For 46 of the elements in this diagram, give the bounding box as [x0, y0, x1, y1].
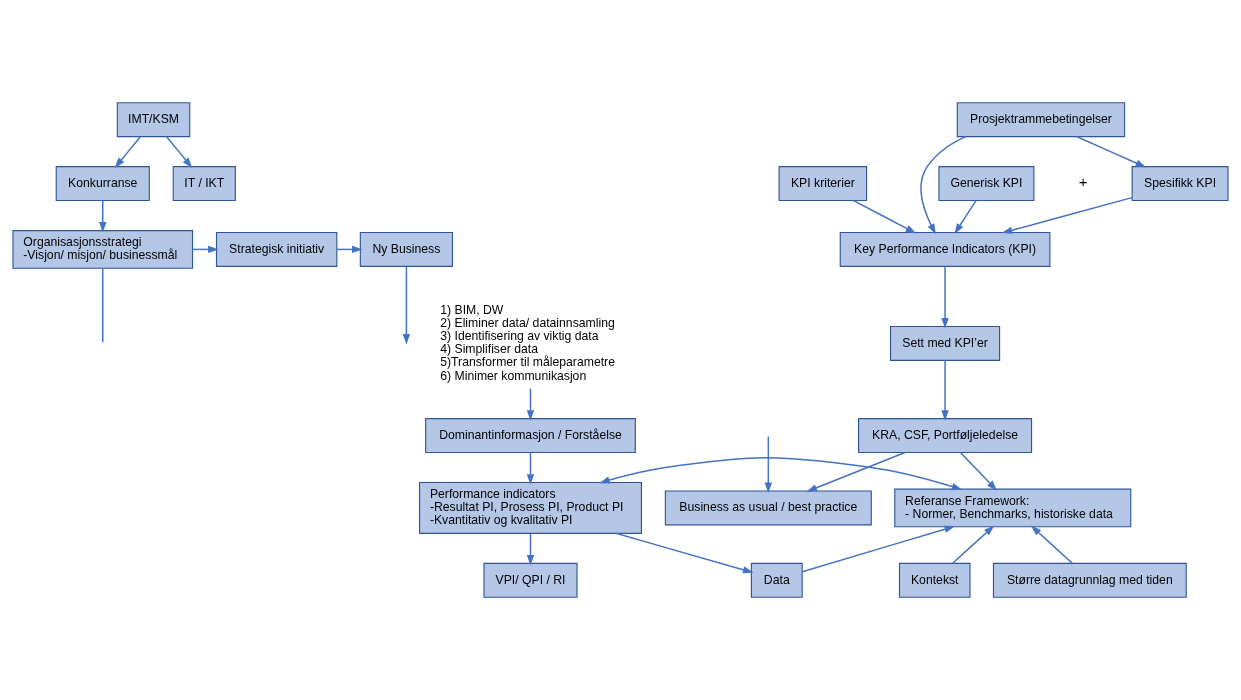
label: + [1078, 173, 1088, 191]
node-box: Business as usual / best practice [664, 490, 872, 526]
arrow [806, 451, 906, 492]
arrow [852, 199, 917, 234]
node-box: Konkurranse [55, 166, 150, 202]
arrow [1076, 136, 1147, 168]
arrow [114, 136, 141, 168]
node-box: IT / IKT [172, 166, 236, 202]
node-box: Ny Business [359, 231, 454, 267]
arrow [615, 532, 754, 574]
arrow [99, 199, 107, 233]
node-box: Generisk KPI [938, 166, 1035, 202]
node-box: Prosjektrammebetingelser [956, 102, 1126, 138]
arrow [801, 525, 956, 573]
arrow [402, 265, 411, 345]
arrow [599, 457, 963, 491]
node-box: KRA, CSF, Portføljeledelse [858, 418, 1033, 454]
arrow [526, 387, 535, 421]
arrow [951, 525, 995, 564]
arrow [954, 199, 977, 235]
node-box: IMT/KSM [116, 102, 191, 138]
arrow [920, 135, 967, 235]
node-box: Referanse Framework: - Normer, Benchmarks, historiske data [894, 488, 1132, 528]
arrow [1030, 525, 1073, 564]
node-box: VPI/ QPI / RI [483, 562, 578, 598]
arrow [526, 532, 535, 566]
arrow [1001, 196, 1133, 234]
node-box: KPI kriterier [778, 166, 868, 202]
node-box: Større datagrunnlag med tiden [992, 562, 1187, 598]
arrow [941, 359, 949, 421]
node-box: Performance indicators -Resultat PI, Prosess PI, Product PI -Kvantitativ og kvalitativ PI [419, 482, 642, 534]
node-box: Data [750, 562, 803, 598]
node-box: Spesifikk KPI [1131, 166, 1229, 202]
node-text: 1) BIM, DW 2) Eliminer data/ datainnsamling 3) Identifisering av viktig data 4) Simplifiser data 5)Transformer til måleparametre 6) Minimer kommunikasjon [440, 302, 615, 383]
connector [102, 267, 104, 344]
arrow [764, 435, 772, 493]
arrow [959, 451, 998, 491]
node-box: Sett med KPI’er [889, 325, 1001, 361]
arrow [941, 265, 949, 329]
node-box: Key Performance Indicators (KPI) [839, 231, 1051, 267]
node-box: Strategisk initiativ [215, 231, 338, 267]
node-box: Kontekst [898, 562, 971, 598]
node-box: Organisasjonsstrategi -Visjon/ misjon/ businessmål [12, 230, 194, 269]
arrow [526, 451, 535, 485]
arrow [166, 136, 193, 168]
node-box: Dominantinformasjon / Forståelse [425, 418, 636, 454]
